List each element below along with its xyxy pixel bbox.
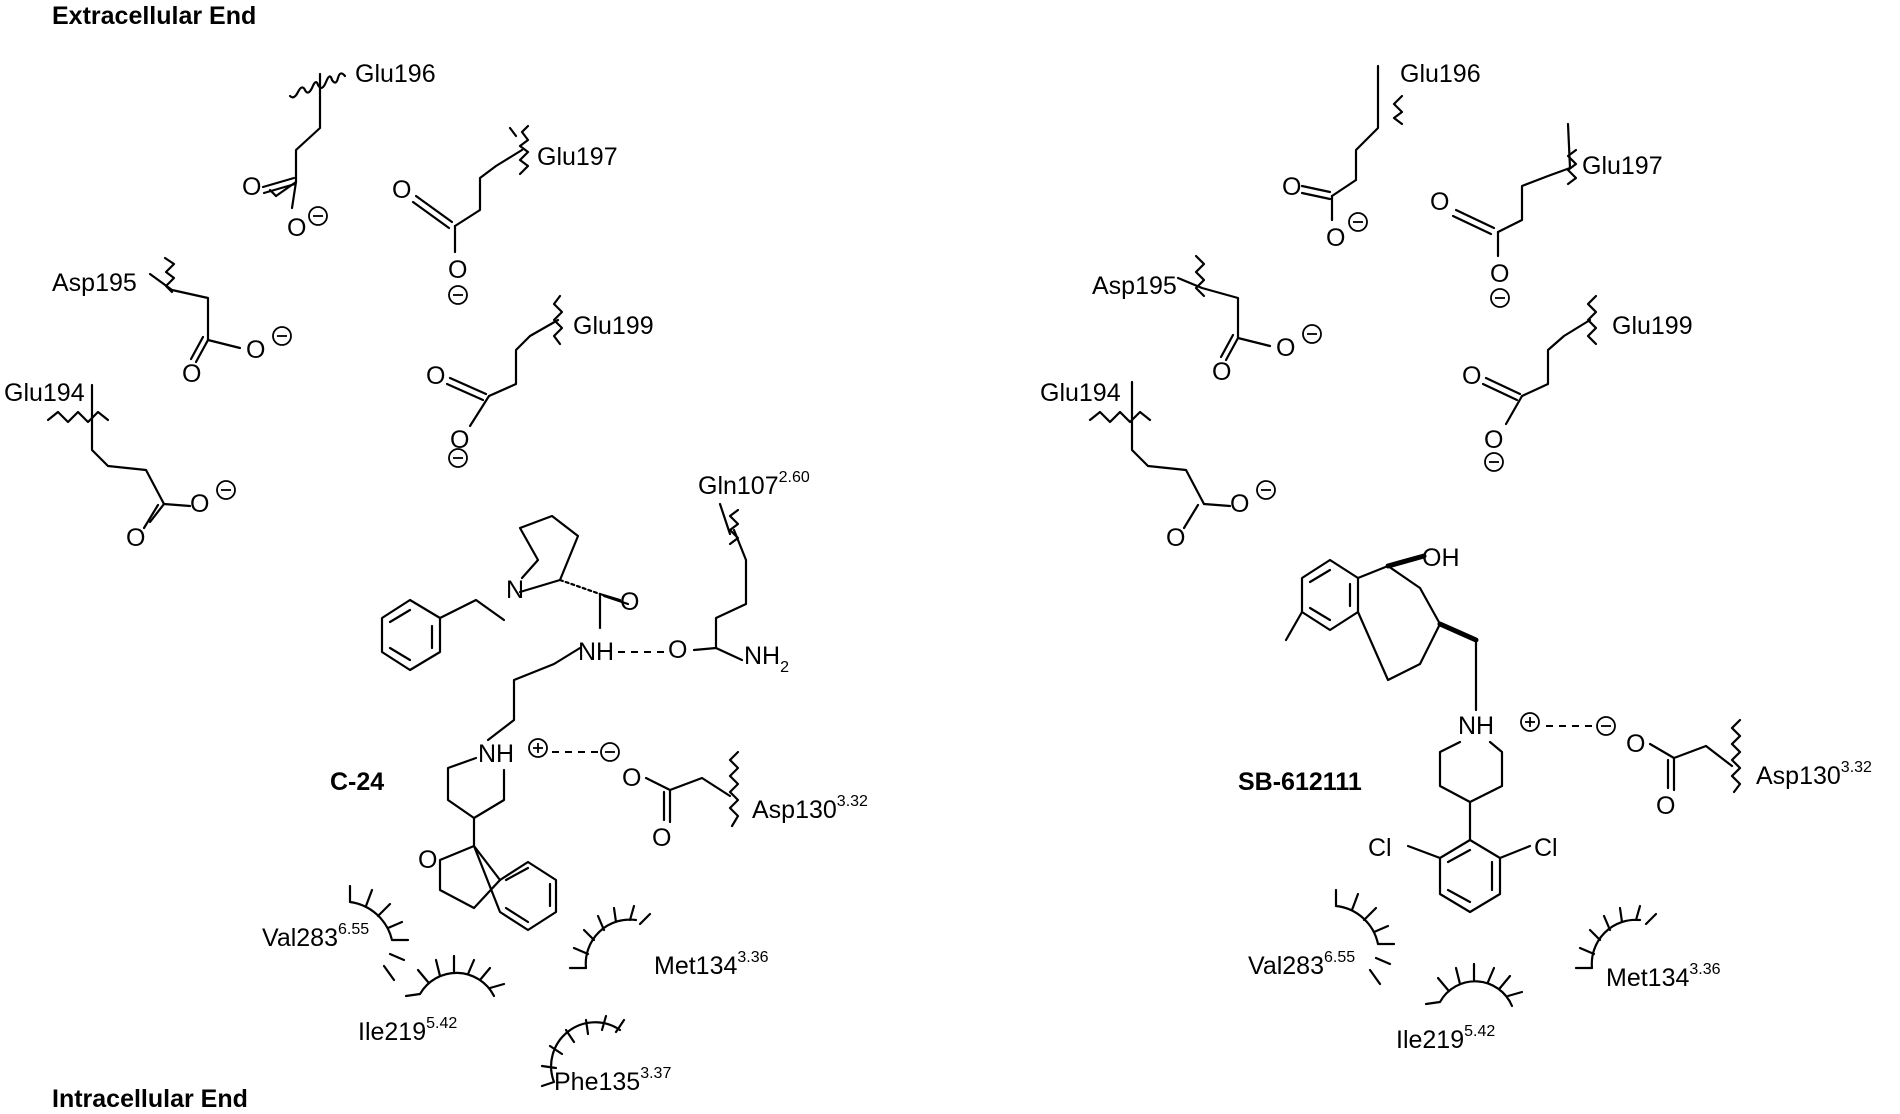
- atom-o: O: [1326, 224, 1345, 252]
- residue-glu199: Glu199: [573, 312, 654, 340]
- atom-o: O: [418, 846, 437, 874]
- atom-o: O: [1430, 188, 1449, 216]
- residue-glu197: Glu197: [537, 143, 618, 171]
- atom-o: O: [246, 336, 265, 364]
- residue-asp130-right: Asp1303.32: [1756, 759, 1872, 790]
- atom-o: O: [668, 636, 687, 664]
- atom-o: O: [448, 256, 467, 284]
- residue-glu199-right: Glu199: [1612, 312, 1693, 340]
- atom-o: O: [392, 176, 411, 204]
- header-intracellular: Intracellular End: [52, 1085, 248, 1113]
- atom-o: O: [1166, 524, 1185, 552]
- atom-oh: OH: [1422, 544, 1460, 572]
- atom-o: O: [1282, 173, 1301, 201]
- atom-cl: Cl: [1368, 834, 1392, 862]
- glu199-sidechain: O O Glu199: [426, 294, 654, 468]
- atom-o: O: [287, 214, 306, 242]
- atom-o: O: [126, 524, 145, 552]
- residue-glu196: Glu196: [355, 60, 436, 88]
- residue-glu196-right: Glu196: [1400, 60, 1481, 88]
- asp130-left-sidechain: O O Asp1303.32: [622, 750, 868, 852]
- atom-o: O: [652, 824, 671, 852]
- hydrophobic-contacts-right: Val2836.55 Ile2195.42 Met1343.36: [1248, 888, 1721, 1054]
- header-extracellular: Extracellular End: [52, 2, 256, 30]
- residue-met134-right: Met1343.36: [1606, 961, 1721, 992]
- glu194-sidechain: O O Glu194: [4, 379, 236, 552]
- glu199-right-sidechain: O O Glu199: [1462, 294, 1693, 472]
- asp195-sidechain: O O Asp195: [52, 256, 292, 388]
- residue-asp195-right: Asp195: [1092, 272, 1177, 300]
- asp195-right-sidechain: O O Asp195: [1092, 254, 1322, 386]
- atom-nh2: NH2: [744, 642, 789, 676]
- residue-asp195: Asp195: [52, 269, 137, 297]
- residue-glu194: Glu194: [4, 379, 85, 407]
- atom-nh: NH: [1458, 712, 1494, 740]
- right-panel: O O Glu196 O O Glu197 O: [1040, 60, 1872, 1054]
- residue-glu194-right: Glu194: [1040, 379, 1121, 407]
- residue-gln107: Gln1072.60: [698, 469, 810, 500]
- glu197-right-sidechain: O O Glu197: [1430, 122, 1663, 308]
- atom-o: O: [1490, 260, 1509, 288]
- left-panel: O O Glu196 O O Glu197 O: [4, 60, 868, 1096]
- gln107-sidechain: O NH2 Gln1072.60: [668, 469, 810, 676]
- atom-o: O: [242, 173, 261, 201]
- atom-o: O: [182, 360, 201, 388]
- residue-ile219-right: Ile2195.42: [1396, 1023, 1495, 1054]
- residue-ile219-left: Ile2195.42: [358, 1015, 457, 1046]
- residue-glu197-right: Glu197: [1582, 152, 1663, 180]
- atom-o: O: [450, 426, 469, 454]
- atom-o: O: [1656, 792, 1675, 820]
- atom-o: O: [1230, 490, 1249, 518]
- glu194-right-sidechain: O O Glu194: [1040, 379, 1276, 552]
- compound-label-sb612111: SB-612111: [1238, 768, 1362, 796]
- atom-n: N: [506, 576, 524, 604]
- residue-asp130-left: Asp1303.32: [752, 793, 868, 824]
- atom-o: O: [1626, 730, 1645, 758]
- glu196-right-sidechain: O O Glu196: [1282, 60, 1481, 252]
- hydrophobic-contacts-left: Val2836.55 Ile2195.42 Met1343.36 Phe1353…: [262, 884, 769, 1096]
- atom-o: O: [620, 588, 639, 616]
- atom-o: O: [622, 764, 641, 792]
- residue-val283-left: Val2836.55: [262, 921, 369, 952]
- atom-o: O: [1484, 426, 1503, 454]
- atom-o: O: [1462, 362, 1481, 390]
- compound-label-c24: C-24: [330, 768, 384, 796]
- glu196-sidechain: O O Glu196: [242, 60, 436, 242]
- glu197-sidechain: O O Glu197: [392, 124, 618, 305]
- atom-o: O: [190, 490, 209, 518]
- asp130-right-sidechain: O O Asp1303.32: [1626, 718, 1872, 820]
- sb612111-molecule: OH NH Cl Cl SB-612111: [1238, 544, 1616, 914]
- atom-nh: NH: [478, 740, 514, 768]
- residue-val283-right: Val2836.55: [1248, 949, 1355, 980]
- c24-molecule: N O NH NH O C-24: [330, 514, 668, 932]
- atom-o: O: [426, 362, 445, 390]
- atom-nh: NH: [578, 638, 614, 666]
- atom-o: O: [1212, 358, 1231, 386]
- atom-o: O: [1276, 334, 1295, 362]
- atom-cl: Cl: [1534, 834, 1558, 862]
- residue-phe135-left: Phe1353.37: [554, 1065, 671, 1096]
- residue-met134-left: Met1343.36: [654, 949, 769, 980]
